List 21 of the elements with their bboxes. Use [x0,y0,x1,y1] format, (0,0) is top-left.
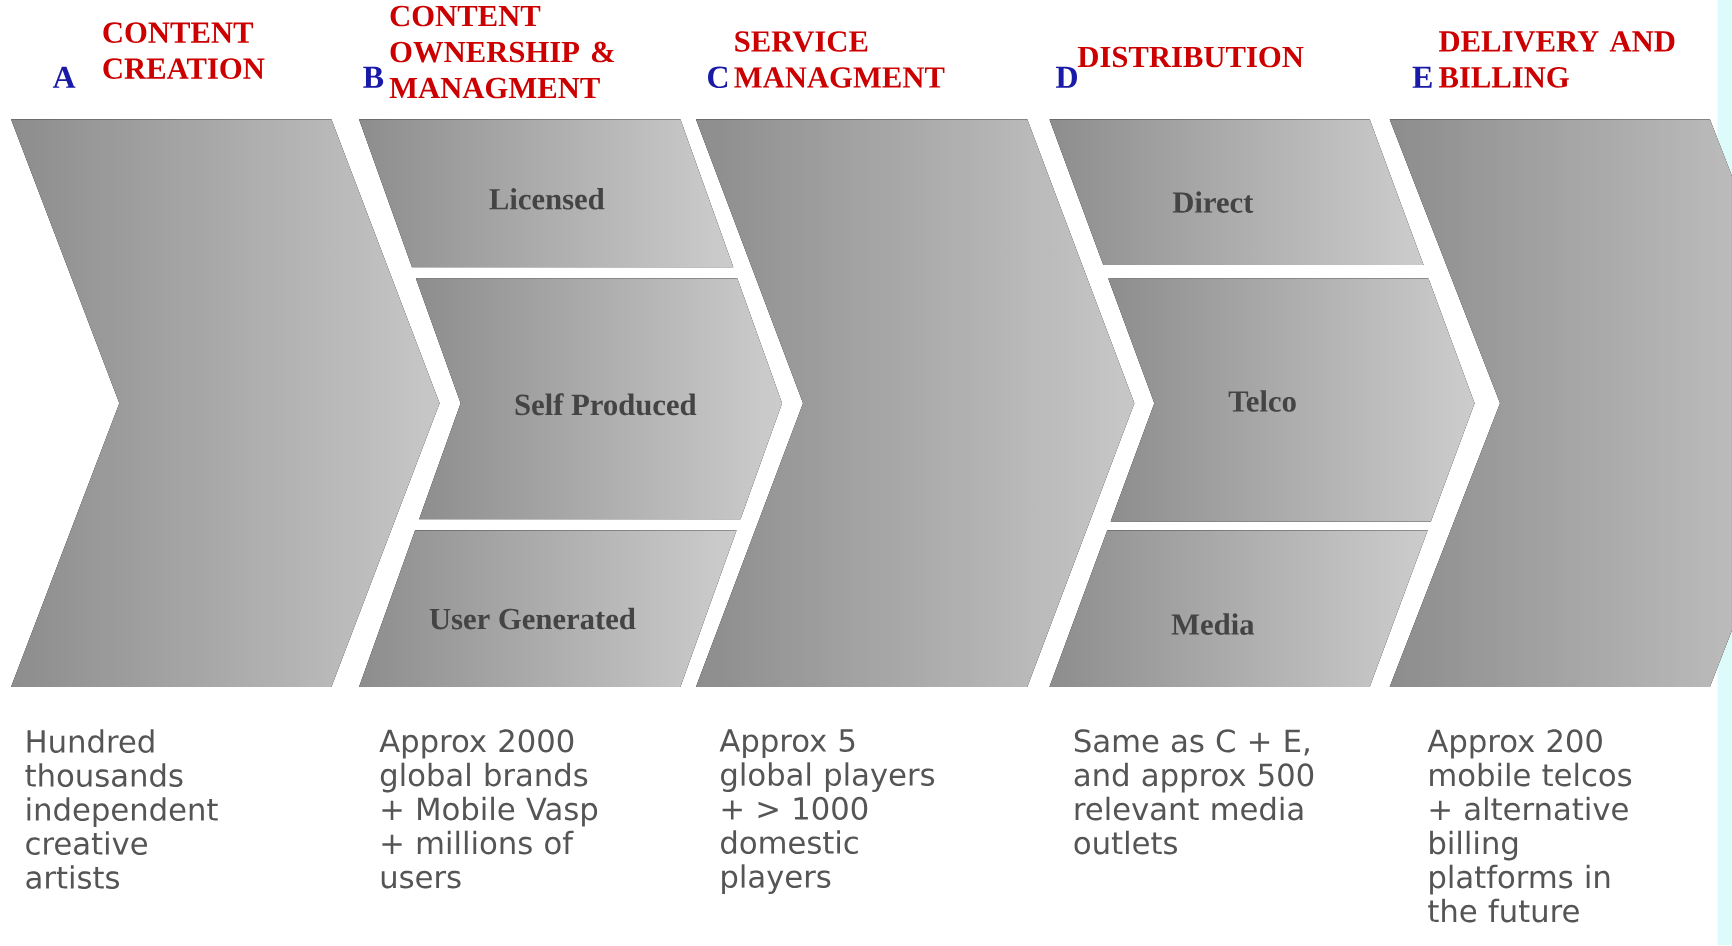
column-letter: B [363,66,384,88]
description-text: Approx 2000 global brands + Mobile Vasp + millions of users [379,729,598,889]
band-box: Media [1049,530,1428,688]
description-text: Hundred thousands independent creative artists [25,729,218,889]
column-title: DISTRIBUTION [1077,46,1304,68]
description-text: Same as C + E, and approx 500 relevant media outlets [1074,729,1314,855]
band-box: Telco [1108,278,1475,522]
column-title: SERVICE MANAGMENT [734,31,945,88]
description-text: Approx 200 mobile telcos + alternative billing platforms in the future [1427,729,1632,923]
band-box: Licensed [359,119,734,268]
description-text: Approx 5 global players + > 1000 domestic players [719,729,935,894]
band-box: Self Produced [415,278,783,520]
band-box: Direct [1049,119,1424,266]
column-title: CONTENT OWNERSHIP & MANAGMENT [389,5,615,99]
column-title: CONTENT CREATION [103,22,265,79]
column-title: DELIVERY AND BILLING [1438,31,1675,88]
column-letter: C [708,66,728,89]
column-letter: A [52,66,76,88]
column-letter: E [1412,66,1432,88]
band-box: User Generated [359,530,737,688]
column-letter: D [1056,66,1077,88]
